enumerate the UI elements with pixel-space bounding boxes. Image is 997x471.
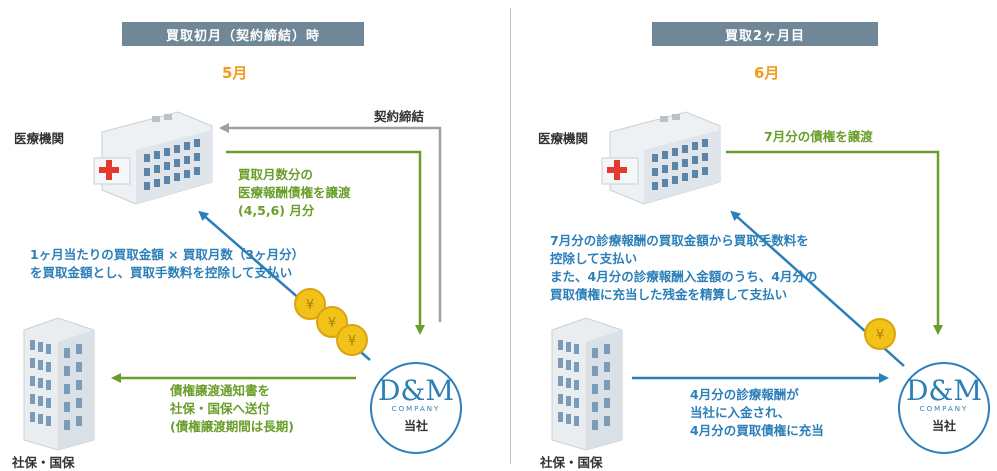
yen-coin-icon: ¥ ¥ ¥ [294, 288, 368, 356]
right-payment-text: 7月分の診療報酬の買取金額から買取手数料を 控除して支払い また、4月分の診療報… [550, 233, 818, 302]
office-building-icon [551, 317, 623, 451]
right-deposit-text: 4月分の診療報酬が 当社に入金され、 4月分の買取債権に充当 [690, 387, 824, 438]
contract-arrow [219, 123, 442, 322]
dm-logo: D&M [905, 374, 983, 407]
right-phase-header-text: 買取2ヶ月目 [724, 28, 806, 44]
right-transfer-arrow [726, 150, 943, 335]
left-transfer-text: 買取月数分の 医療報酬債権を譲渡 (4,5,6) 月分 [238, 167, 351, 218]
left-month: 5月 [222, 64, 248, 82]
dm-logo: D&M [377, 374, 455, 407]
yen-coin-icon: ¥ [864, 318, 896, 350]
left-transfer-arrow [226, 150, 425, 335]
panel-divider [510, 8, 511, 464]
hospital-icon [93, 111, 213, 205]
left-company-circle: D&M COMPANY 当社 [370, 362, 462, 454]
contract-label: 契約締結 [374, 109, 425, 124]
svg-text:¥: ¥ [348, 334, 356, 349]
left-hospital-label: 医療機関 [14, 131, 65, 146]
dm-company-text: COMPANY [919, 405, 969, 413]
svg-text:¥: ¥ [328, 316, 336, 331]
left-phase-header-text: 買取初月（契約締結）時 [165, 28, 320, 44]
right-insurer-label: 社保・国保 [540, 455, 603, 470]
hospital-icon [601, 111, 721, 205]
right-month: 6月 [754, 64, 780, 82]
right-hospital-label: 医療機関 [538, 131, 589, 146]
left-notice-text: 債権譲渡通知書を 社保・国保へ送付 (債権譲渡期間は長期) [170, 383, 294, 434]
svg-text:¥: ¥ [306, 298, 314, 313]
right-transfer-text: 7月分の債権を譲渡 [764, 129, 873, 144]
office-building-icon [23, 317, 95, 451]
svg-text:¥: ¥ [876, 328, 884, 343]
dm-company-text: COMPANY [391, 405, 441, 413]
right-phase-header: 買取2ヶ月目 [652, 22, 878, 46]
left-payment-text: 1ヶ月当たりの買取金額 × 買取月数（3ヶ月分） を買取金額とし、買取手数料を控… [30, 247, 305, 280]
left-insurer-label: 社保・国保 [12, 455, 75, 470]
left-company-label: 当社 [403, 419, 428, 433]
right-company-circle: D&M COMPANY 当社 [898, 362, 990, 454]
left-phase-header: 買取初月（契約締結）時 [122, 22, 364, 46]
right-company-label: 当社 [931, 419, 956, 433]
